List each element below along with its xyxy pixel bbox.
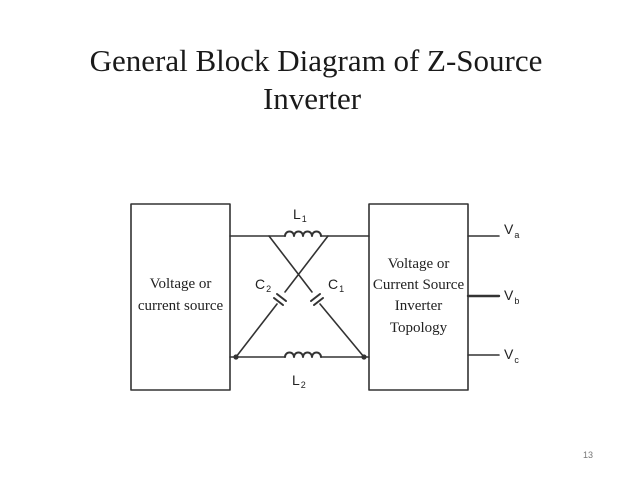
output-label-a-sub: a — [514, 230, 519, 240]
output-label-a: Va — [504, 221, 519, 240]
inductor-l1-label-sub: 1 — [302, 214, 307, 224]
capacitor-c1-label: C1 — [328, 276, 344, 294]
capacitor-c2-label-base: C — [255, 276, 265, 292]
inductor-l1-label: L1 — [293, 206, 307, 224]
inverter-block-label-line-3: Inverter — [395, 298, 442, 314]
source-block-label-line-1: Voltage or — [150, 276, 212, 292]
source-block-label-line-2: current source — [138, 298, 224, 314]
capacitor-c1-label-sub: 1 — [339, 284, 344, 294]
inverter-block — [368, 203, 469, 391]
output-label-b-base: V — [504, 287, 514, 303]
inverter-block-label-line-4: Topology — [390, 320, 448, 336]
capacitor-c2-wire-lower — [235, 303, 278, 358]
inverter-block-label-line-2: Current Source — [373, 277, 465, 293]
capacitor-c1-label-base: C — [328, 276, 338, 292]
source-block — [130, 203, 231, 391]
output-label-c-sub: c — [514, 355, 519, 365]
inductor-l1-coil — [284, 230, 322, 237]
capacitor-c2-plate-a — [276, 293, 287, 302]
junction-dot-right — [361, 354, 367, 360]
slide-title: General Block Diagram of Z-Source Invert… — [0, 42, 638, 118]
title-line-2: Inverter — [262, 81, 362, 116]
capacitor-c1-plate-a — [310, 293, 321, 302]
output-label-c-base: V — [504, 346, 514, 362]
capacitor-c2-plate-b — [273, 297, 284, 306]
inductor-l1-label-base: L — [293, 206, 301, 222]
capacitor-c1-wire-upper — [268, 235, 313, 293]
inductor-l2-label: L2 — [292, 372, 306, 390]
inductor-l2-label-base: L — [292, 372, 300, 388]
capacitor-c2-label-sub: 2 — [266, 284, 271, 294]
inductor-l2-coil — [284, 351, 322, 358]
capacitor-c1-plate-b — [313, 297, 324, 306]
output-label-a-base: V — [504, 221, 514, 237]
output-label-b: Vb — [504, 287, 519, 306]
capacitor-c2-label: C2 — [255, 276, 271, 294]
junction-dot-left — [233, 354, 239, 360]
capacitor-c1-wire-lower — [319, 303, 365, 358]
capacitor-c2-wire-upper — [284, 235, 329, 293]
inductor-l2-label-sub: 2 — [301, 380, 306, 390]
inverter-block-label-line-1: Voltage or — [388, 256, 450, 272]
output-label-c: Vc — [504, 346, 519, 365]
page-number: 13 — [583, 450, 594, 460]
title-line-1: General Block Diagram of Z-Source — [89, 43, 543, 78]
output-label-b-sub: b — [514, 296, 519, 306]
